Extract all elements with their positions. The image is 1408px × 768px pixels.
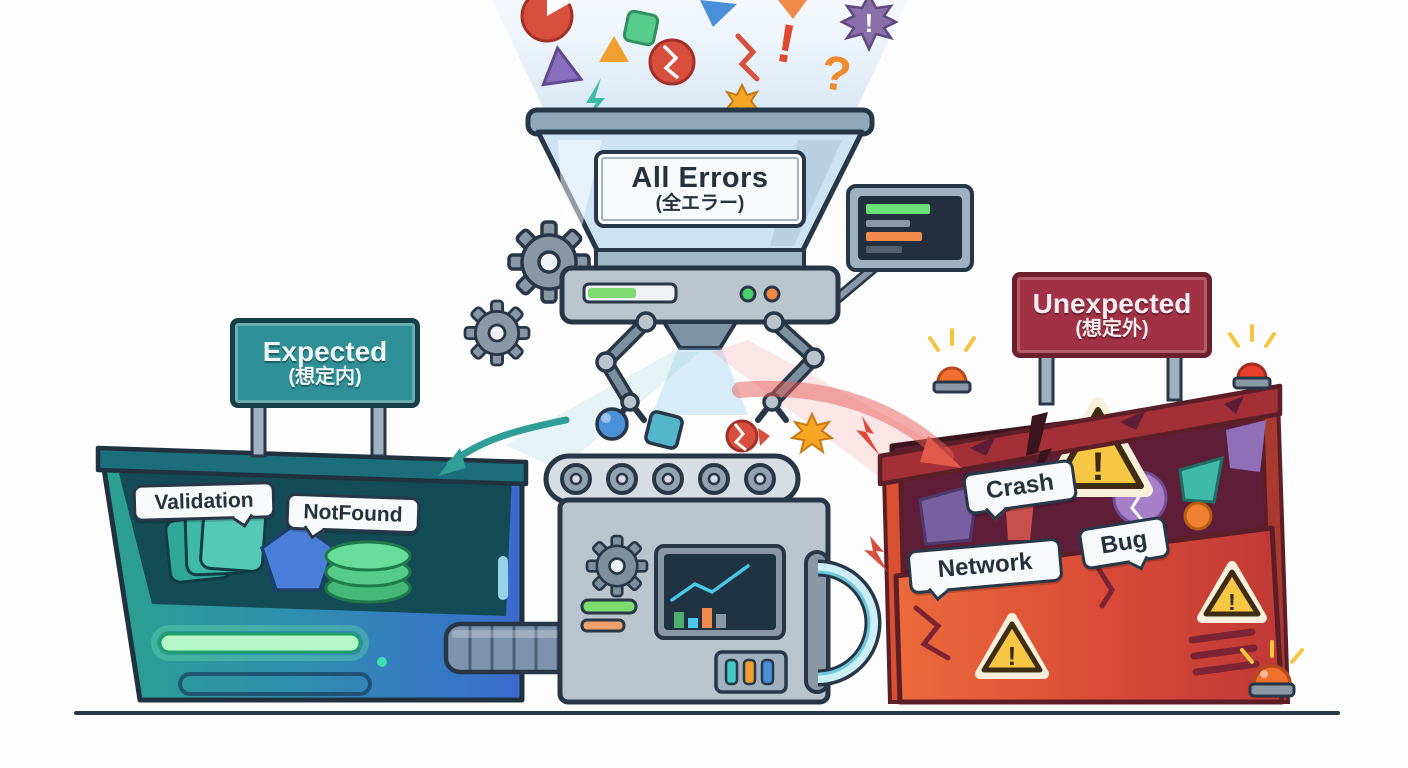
- warning-exclamation: !: [1228, 589, 1236, 615]
- warning-exclamation: !: [1008, 641, 1017, 671]
- starburst-exclamation: !: [865, 8, 874, 38]
- sorter-head: [505, 265, 958, 498]
- gear-icon: [463, 299, 531, 367]
- falling-question: ?: [818, 46, 854, 103]
- status-monitor: [832, 184, 974, 304]
- all-errors-title: All Errors: [631, 162, 769, 195]
- alarm-light-icon: [1228, 324, 1276, 390]
- alarm-light-icon: [1240, 640, 1304, 698]
- all-errors-subtitle: (全エラー): [655, 193, 745, 215]
- alert-starburst: !: [839, 0, 899, 52]
- tag-bug-label: Bug: [1098, 525, 1150, 560]
- expected-sign-title: Expected: [262, 336, 388, 368]
- sorted-items: [595, 407, 835, 455]
- falling-error-shapes: ! ? !: [520, 0, 899, 127]
- all-errors-sign: All Errors (全エラー): [594, 150, 806, 228]
- unexpected-sign: Unexpected (想定外): [1012, 272, 1212, 358]
- conveyor-rollers: [560, 463, 776, 495]
- alarm-light-icon: [928, 328, 976, 394]
- warning-exclamation: !: [1091, 445, 1104, 489]
- tag-validation-label: Validation: [154, 488, 254, 514]
- expected-sign: Expected (想定内): [230, 318, 420, 408]
- tag-notfound: NotFound: [285, 492, 421, 535]
- gear-icon: [585, 534, 649, 598]
- warning-triangle-icon: !: [1197, 561, 1267, 623]
- tag-notfound-label: NotFound: [303, 499, 403, 527]
- sorter-machine: [543, 453, 882, 705]
- unexpected-sign-title: Unexpected: [1032, 288, 1192, 320]
- robot-arm-left: [595, 311, 657, 423]
- pipe: [443, 621, 577, 675]
- tag-crash-label: Crash: [984, 468, 1056, 505]
- unexpected-sign-subtitle: (想定外): [1075, 318, 1149, 341]
- unexpected-arrow: [732, 380, 962, 468]
- expected-arrow: [438, 416, 570, 476]
- machine-screen: [654, 544, 786, 640]
- expected-sign-subtitle: (想定内): [288, 366, 362, 389]
- tag-validation: Validation: [132, 481, 276, 522]
- tag-network-label: Network: [936, 547, 1034, 584]
- warning-triangle-icon: !: [975, 613, 1049, 679]
- unexpected-bin-art: ! ! !: [864, 324, 1304, 705]
